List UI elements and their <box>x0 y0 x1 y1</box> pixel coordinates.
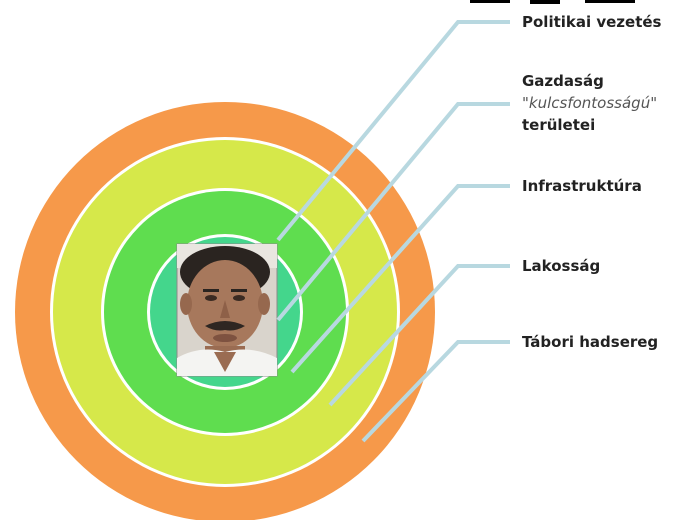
label-gazdasag-line2: "kulcsfontosságú" <box>522 94 657 112</box>
label-lakossag: Lakosság <box>522 257 600 275</box>
leader-line-tabori <box>361 340 510 443</box>
label-politikai-vezetes: Politikai vezetés <box>522 13 662 31</box>
leader-lines <box>276 20 510 443</box>
leader-line-lakossag <box>328 264 510 407</box>
label-gazdasag-line1: Gazdaság <box>522 72 604 90</box>
leader-line-gazdasag <box>276 102 510 322</box>
label-tabori-hadsereg: Tábori hadsereg <box>522 333 658 351</box>
leader-line-infrastruktura <box>290 184 510 374</box>
label-infrastruktura: Infrastruktúra <box>522 177 642 195</box>
label-gazdasag-line3: területei <box>522 116 595 134</box>
portrait-photo <box>176 243 278 377</box>
leader-line-politikai <box>276 20 510 242</box>
cutoff-text-fragment <box>470 0 635 4</box>
